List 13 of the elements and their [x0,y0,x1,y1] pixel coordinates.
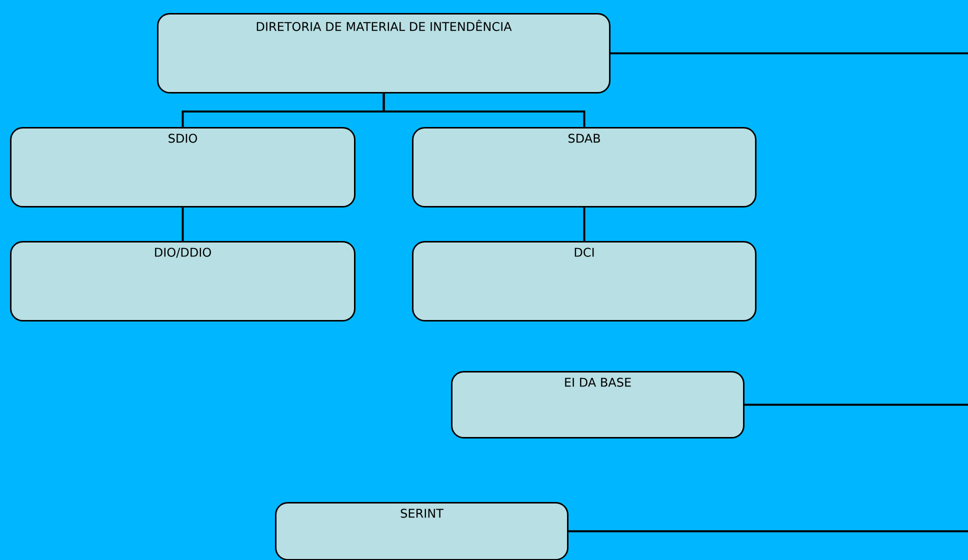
org-box: SERINT [275,502,568,560]
org-box: SDIO [10,127,356,208]
connector-line [610,52,968,54]
org-box: EI DA BASE [451,371,744,438]
connector-line [382,94,586,127]
org-box: DIRETORIA DE MATERIAL DE INTENDÊNCIA [157,13,610,94]
connector-line [568,530,968,532]
connector-line [182,208,184,241]
org-box: DCI [412,241,756,322]
connector-line [744,404,968,406]
org-box: DIO/DDIO [10,241,356,322]
org-box: SDAB [412,127,756,208]
connector-line [583,208,586,241]
